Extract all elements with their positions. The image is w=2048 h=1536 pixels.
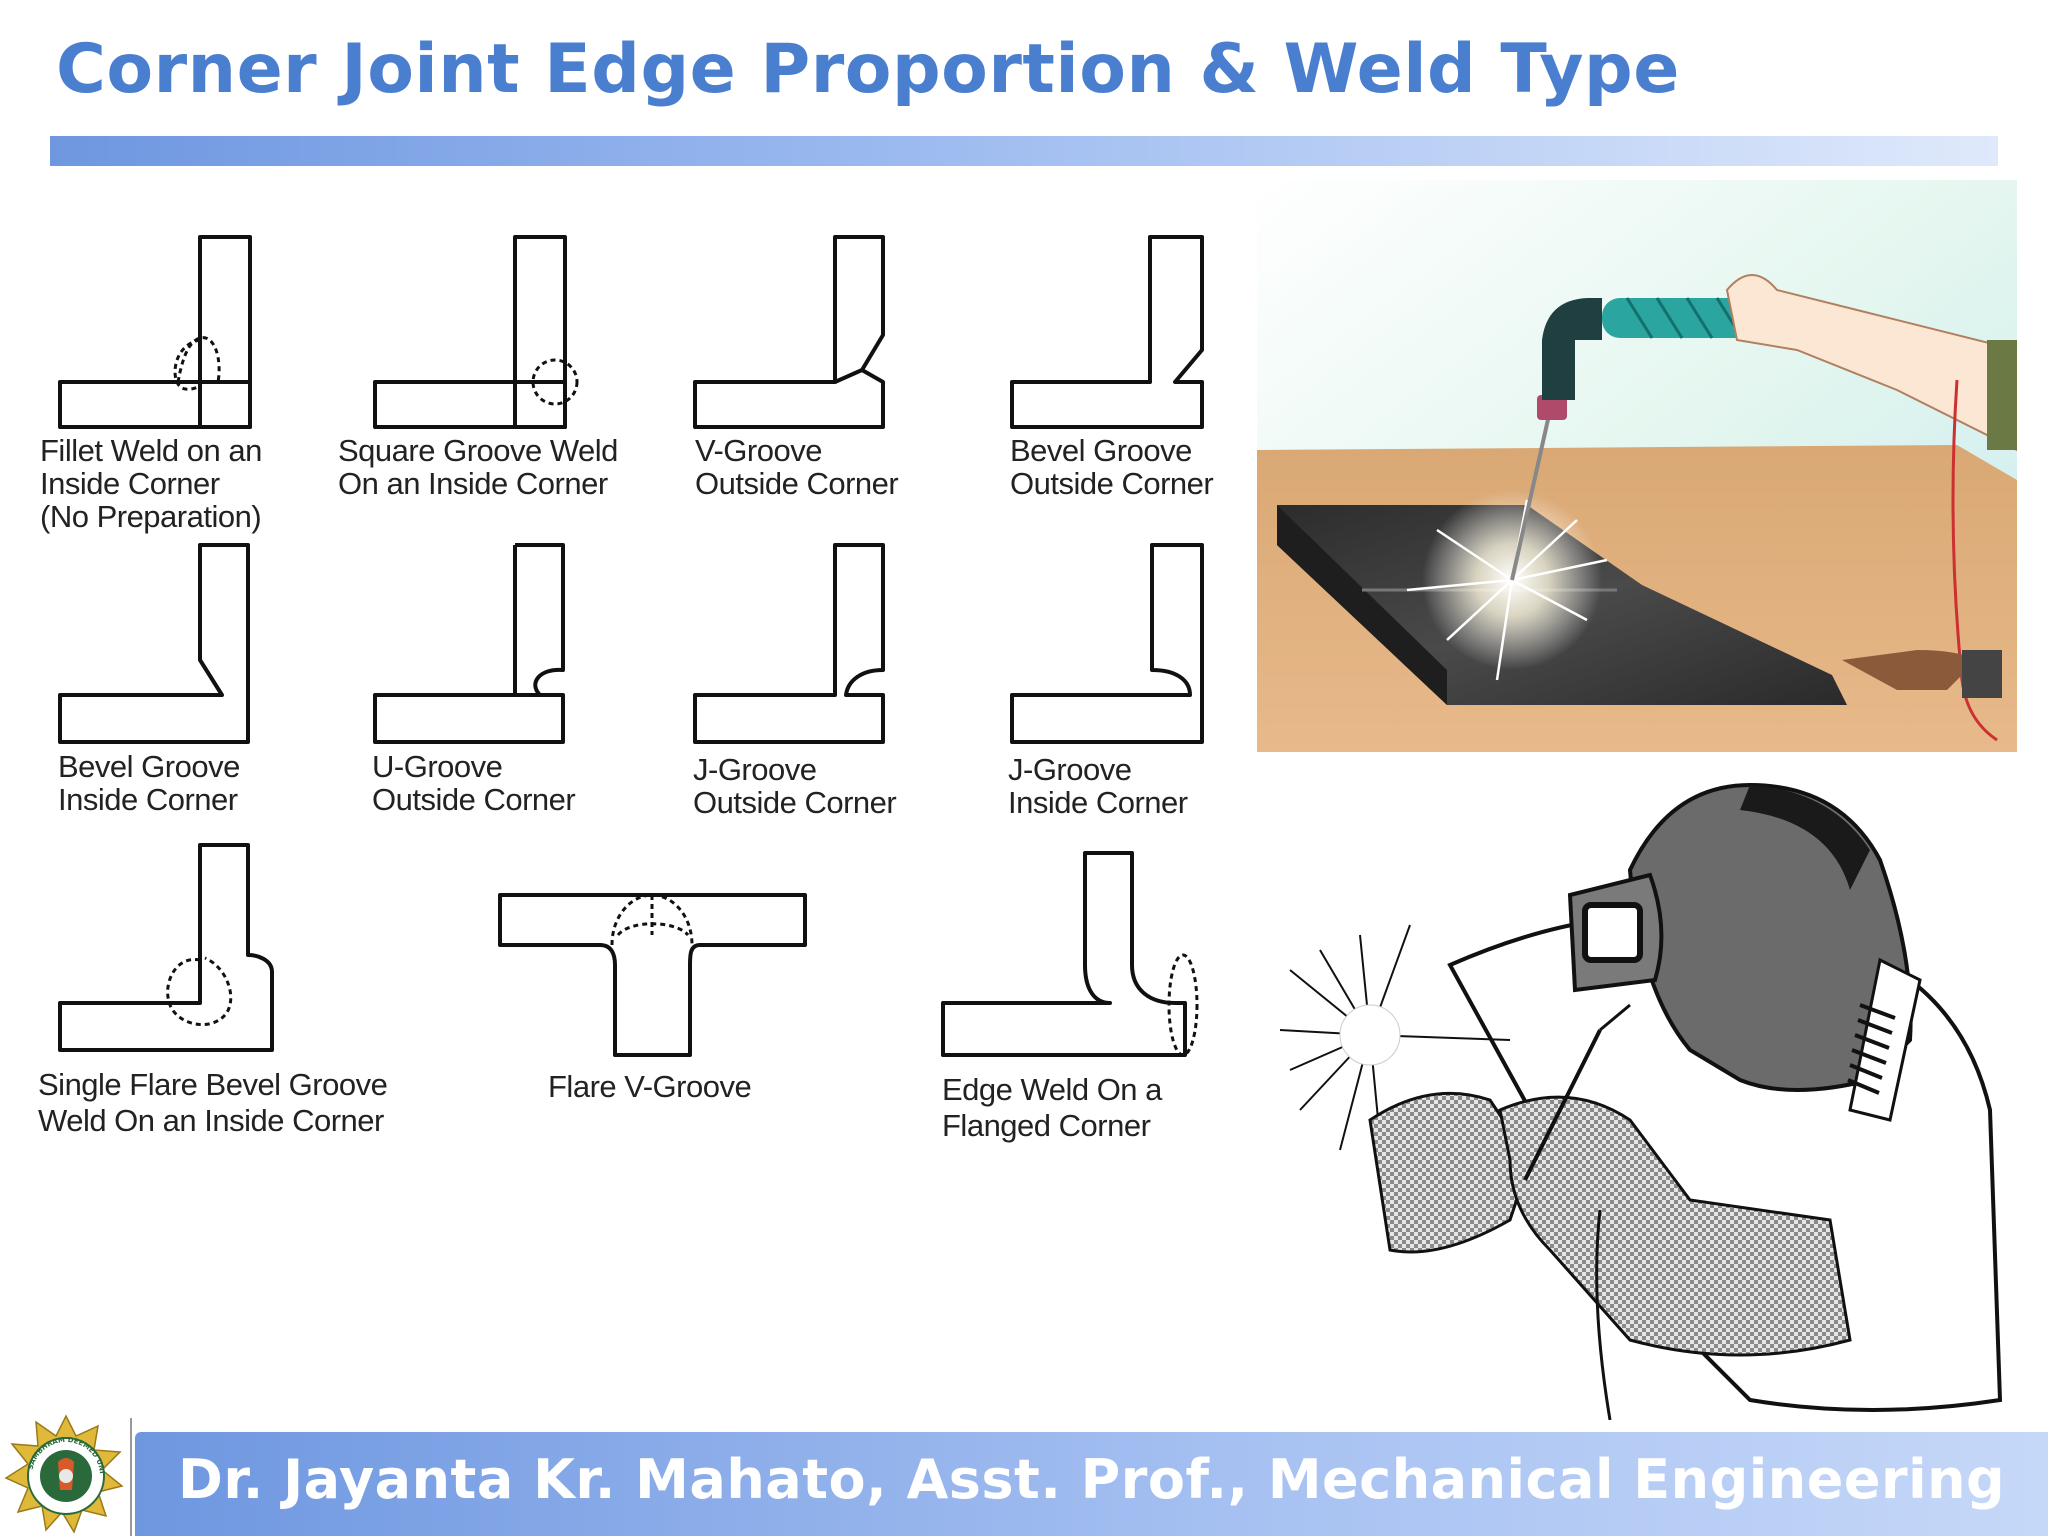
welder-with-helmet-illustration (1279, 782, 2003, 1420)
caption-v-groove-outside: V-Groove Outside Corner (695, 433, 899, 501)
diagram-square-groove-inside-corner (373, 235, 579, 429)
diagram-j-groove-inside-corner (1010, 543, 1204, 744)
diagram-v-groove-outside-corner (693, 235, 885, 429)
diagram-j-groove-outside-corner (693, 543, 885, 744)
diagram-edge-weld-flanged-corner (941, 851, 1199, 1057)
diagram-bevel-groove-inside-corner (58, 543, 250, 744)
title-underline-bar (50, 136, 1998, 166)
caption-u-groove-outside: U-Groove Outside Corner (372, 749, 576, 817)
footer-bar (135, 1432, 2048, 1536)
diagram-single-flare-bevel-groove (58, 843, 274, 1052)
slide-title: Corner Joint Edge Proportion & Weld Type (56, 30, 1680, 109)
diagram-u-groove-outside-corner (373, 543, 565, 744)
diagram-fillet-weld-inside-corner (58, 235, 252, 429)
logo-divider (130, 1418, 132, 1536)
caption-edge-weld-flanged: Edge Weld On a Flanged Corner (942, 1072, 1162, 1143)
caption-j-groove-inside: J-Groove Inside Corner (1008, 752, 1188, 820)
caption-square-groove: Square Groove Weld On an Inside Corner (338, 433, 618, 501)
caption-fillet-weld: Fillet Weld on an Inside Corner (No Prep… (40, 433, 262, 534)
university-logo: SAMBHRAM DEEMED UNIVERSITY (2, 1414, 124, 1534)
diagram-bevel-groove-outside-corner (1010, 235, 1204, 429)
caption-j-groove-outside: J-Groove Outside Corner (693, 752, 897, 820)
caption-single-flare-bevel: Single Flare Bevel Groove Weld On an Ins… (38, 1067, 388, 1138)
caption-bevel-groove-inside: Bevel Groove Inside Corner (58, 749, 240, 817)
diagram-flare-v-groove (498, 893, 807, 1057)
welding-torch-illustration (1257, 180, 2017, 752)
caption-bevel-groove-outside: Bevel Groove Outside Corner (1010, 433, 1214, 501)
caption-flare-v-groove: Flare V-Groove (548, 1069, 752, 1104)
corner-joint-diagrams (58, 235, 1204, 1057)
footer-author: Dr. Jayanta Kr. Mahato, Asst. Prof., Mec… (178, 1448, 2006, 1511)
